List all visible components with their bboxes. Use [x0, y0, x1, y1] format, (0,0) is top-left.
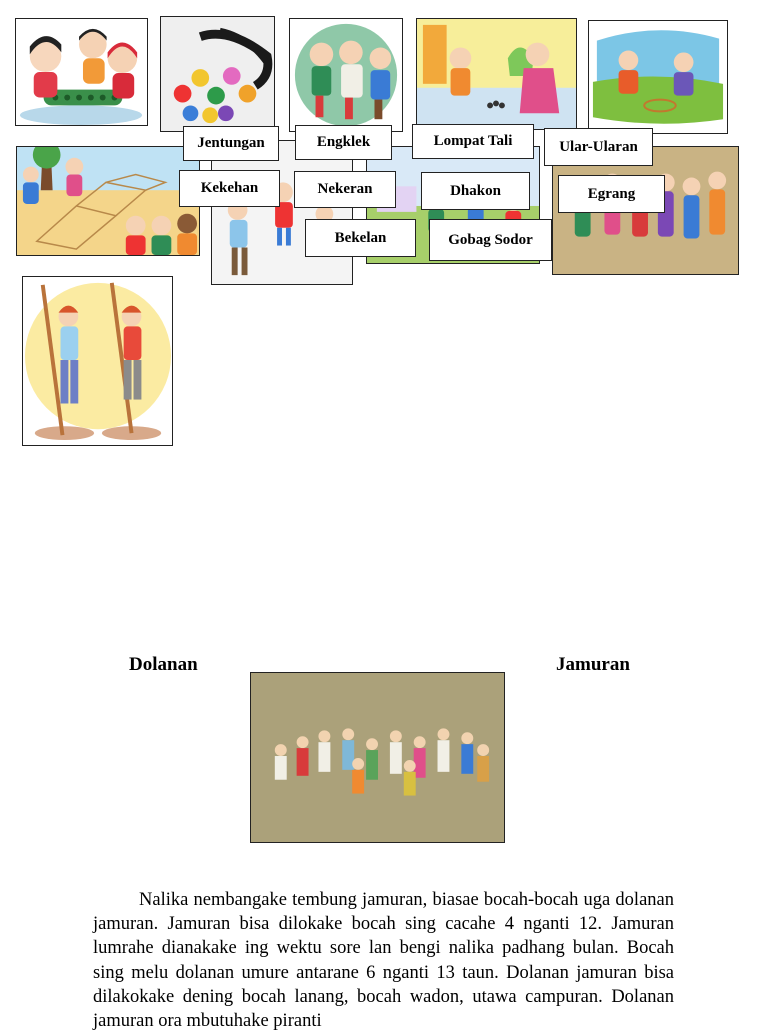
heading-jamuran: Jamuran	[556, 654, 630, 675]
gasing-picture	[160, 16, 275, 132]
label-nekeran: Nekeran	[294, 171, 396, 208]
engklek-picture	[16, 146, 200, 256]
label-bekelan: Bekelan	[305, 219, 416, 257]
jamuran-picture	[250, 672, 505, 843]
label-engklek: Engklek	[295, 125, 392, 160]
label-kekehan: Kekehan	[179, 170, 280, 207]
nekeran-picture	[289, 18, 403, 132]
dhakon-picture	[15, 18, 148, 126]
heading-dolanan: Dolanan	[129, 654, 198, 675]
label-egrang: Egrang	[558, 175, 665, 213]
egrang-picture	[22, 276, 173, 446]
label-ular-ularan: Ular-Ularan	[544, 128, 653, 166]
kekehan-picture	[416, 18, 577, 130]
label-jentungan: Jentungan	[183, 126, 279, 161]
label-gobag-sodor: Gobag Sodor	[429, 219, 552, 261]
body-paragraph: Nalika nembangake tembung jamuran, biasa…	[93, 890, 674, 1032]
label-dhakon: Dhakon	[421, 172, 530, 210]
jentungan-picture	[211, 140, 353, 285]
label-lompat-tali: Lompat Tali	[412, 124, 534, 159]
boys-grass-picture	[588, 20, 728, 134]
